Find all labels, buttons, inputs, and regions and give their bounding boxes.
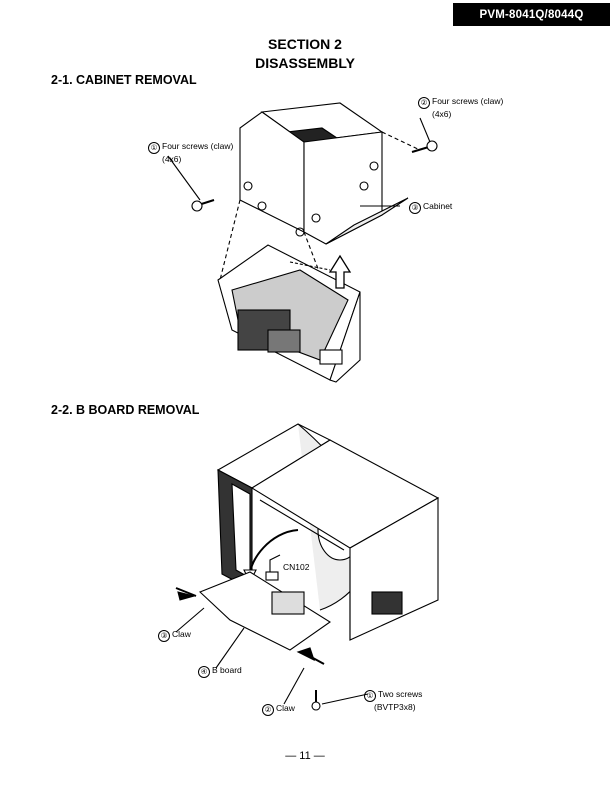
page-number: — 11 — (0, 750, 610, 762)
connector-label-cn102: CN102 (283, 562, 309, 573)
